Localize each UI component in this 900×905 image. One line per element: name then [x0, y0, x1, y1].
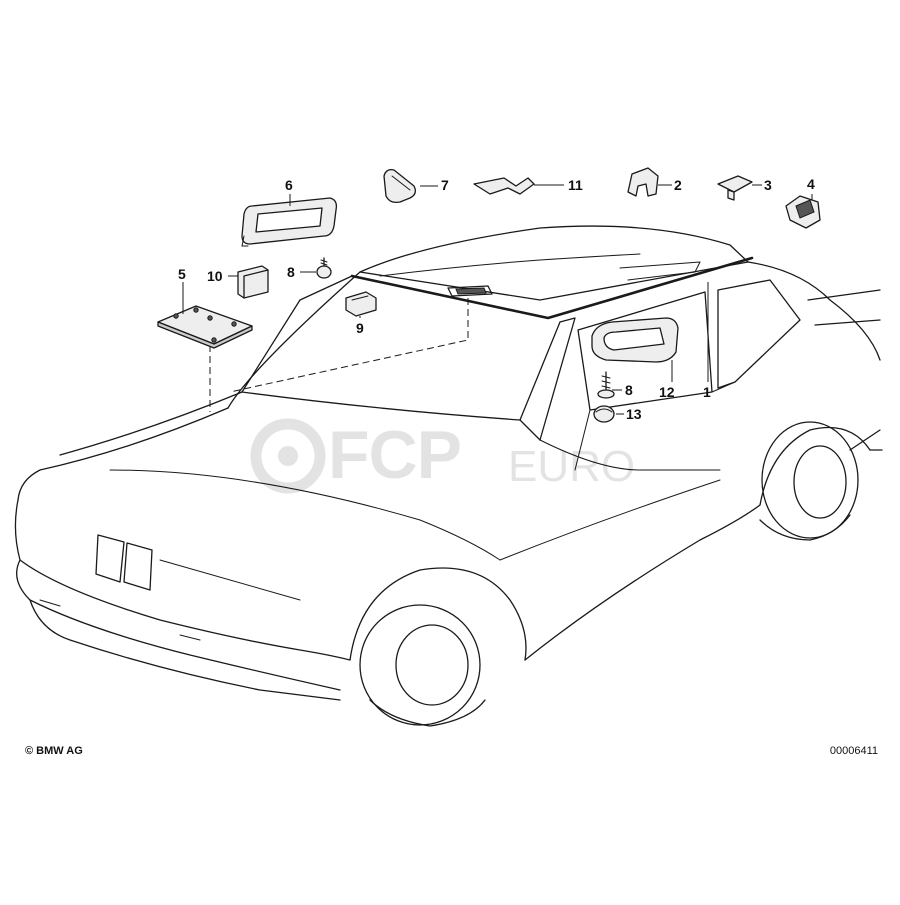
callout-7: 7 — [441, 177, 449, 193]
clip-part-4 — [785, 195, 821, 229]
plate-part-5 — [157, 305, 253, 349]
handle-part-6 — [241, 197, 338, 247]
callout-8-lower: 8 — [625, 382, 633, 398]
callout-2: 2 — [674, 177, 682, 193]
screw-part-8-lower — [597, 371, 615, 399]
copyright-notice: © BMW AG — [25, 745, 83, 757]
callout-6: 6 — [285, 177, 293, 193]
grab-handle-part-12 — [591, 317, 679, 363]
headliner-opening — [447, 285, 493, 297]
callout-3: 3 — [764, 177, 772, 193]
watermark-brand: FCP — [328, 417, 462, 493]
leader-lines — [182, 184, 813, 415]
callout-12: 12 — [659, 384, 675, 400]
headliner-clip — [455, 287, 487, 295]
callout-13: 13 — [626, 406, 642, 422]
watermark-logo-icon — [250, 418, 326, 494]
bracket-part-11 — [473, 177, 535, 195]
car-body-outline — [14, 225, 883, 727]
screw-part-8-upper — [316, 257, 332, 279]
callout-9: 9 — [356, 320, 364, 336]
callout-8-upper: 8 — [287, 264, 295, 280]
watermark: FCP EURO — [250, 410, 670, 500]
guide-line-9 — [229, 298, 469, 393]
clip-part-3 — [717, 175, 753, 201]
callout-11: 11 — [568, 177, 583, 193]
callout-1: 1 — [703, 384, 711, 400]
diagram-number: 00006411 — [829, 745, 878, 757]
callout-4: 4 — [807, 176, 815, 192]
callout-10: 10 — [207, 268, 223, 284]
hook-part-7 — [383, 168, 416, 204]
callout-5: 5 — [178, 266, 186, 282]
clip-part-2 — [627, 167, 659, 197]
clip-part-9 — [345, 291, 377, 317]
box-part-10 — [237, 265, 269, 299]
cap-part-13 — [593, 405, 615, 423]
watermark-suffix: EURO — [508, 442, 636, 491]
